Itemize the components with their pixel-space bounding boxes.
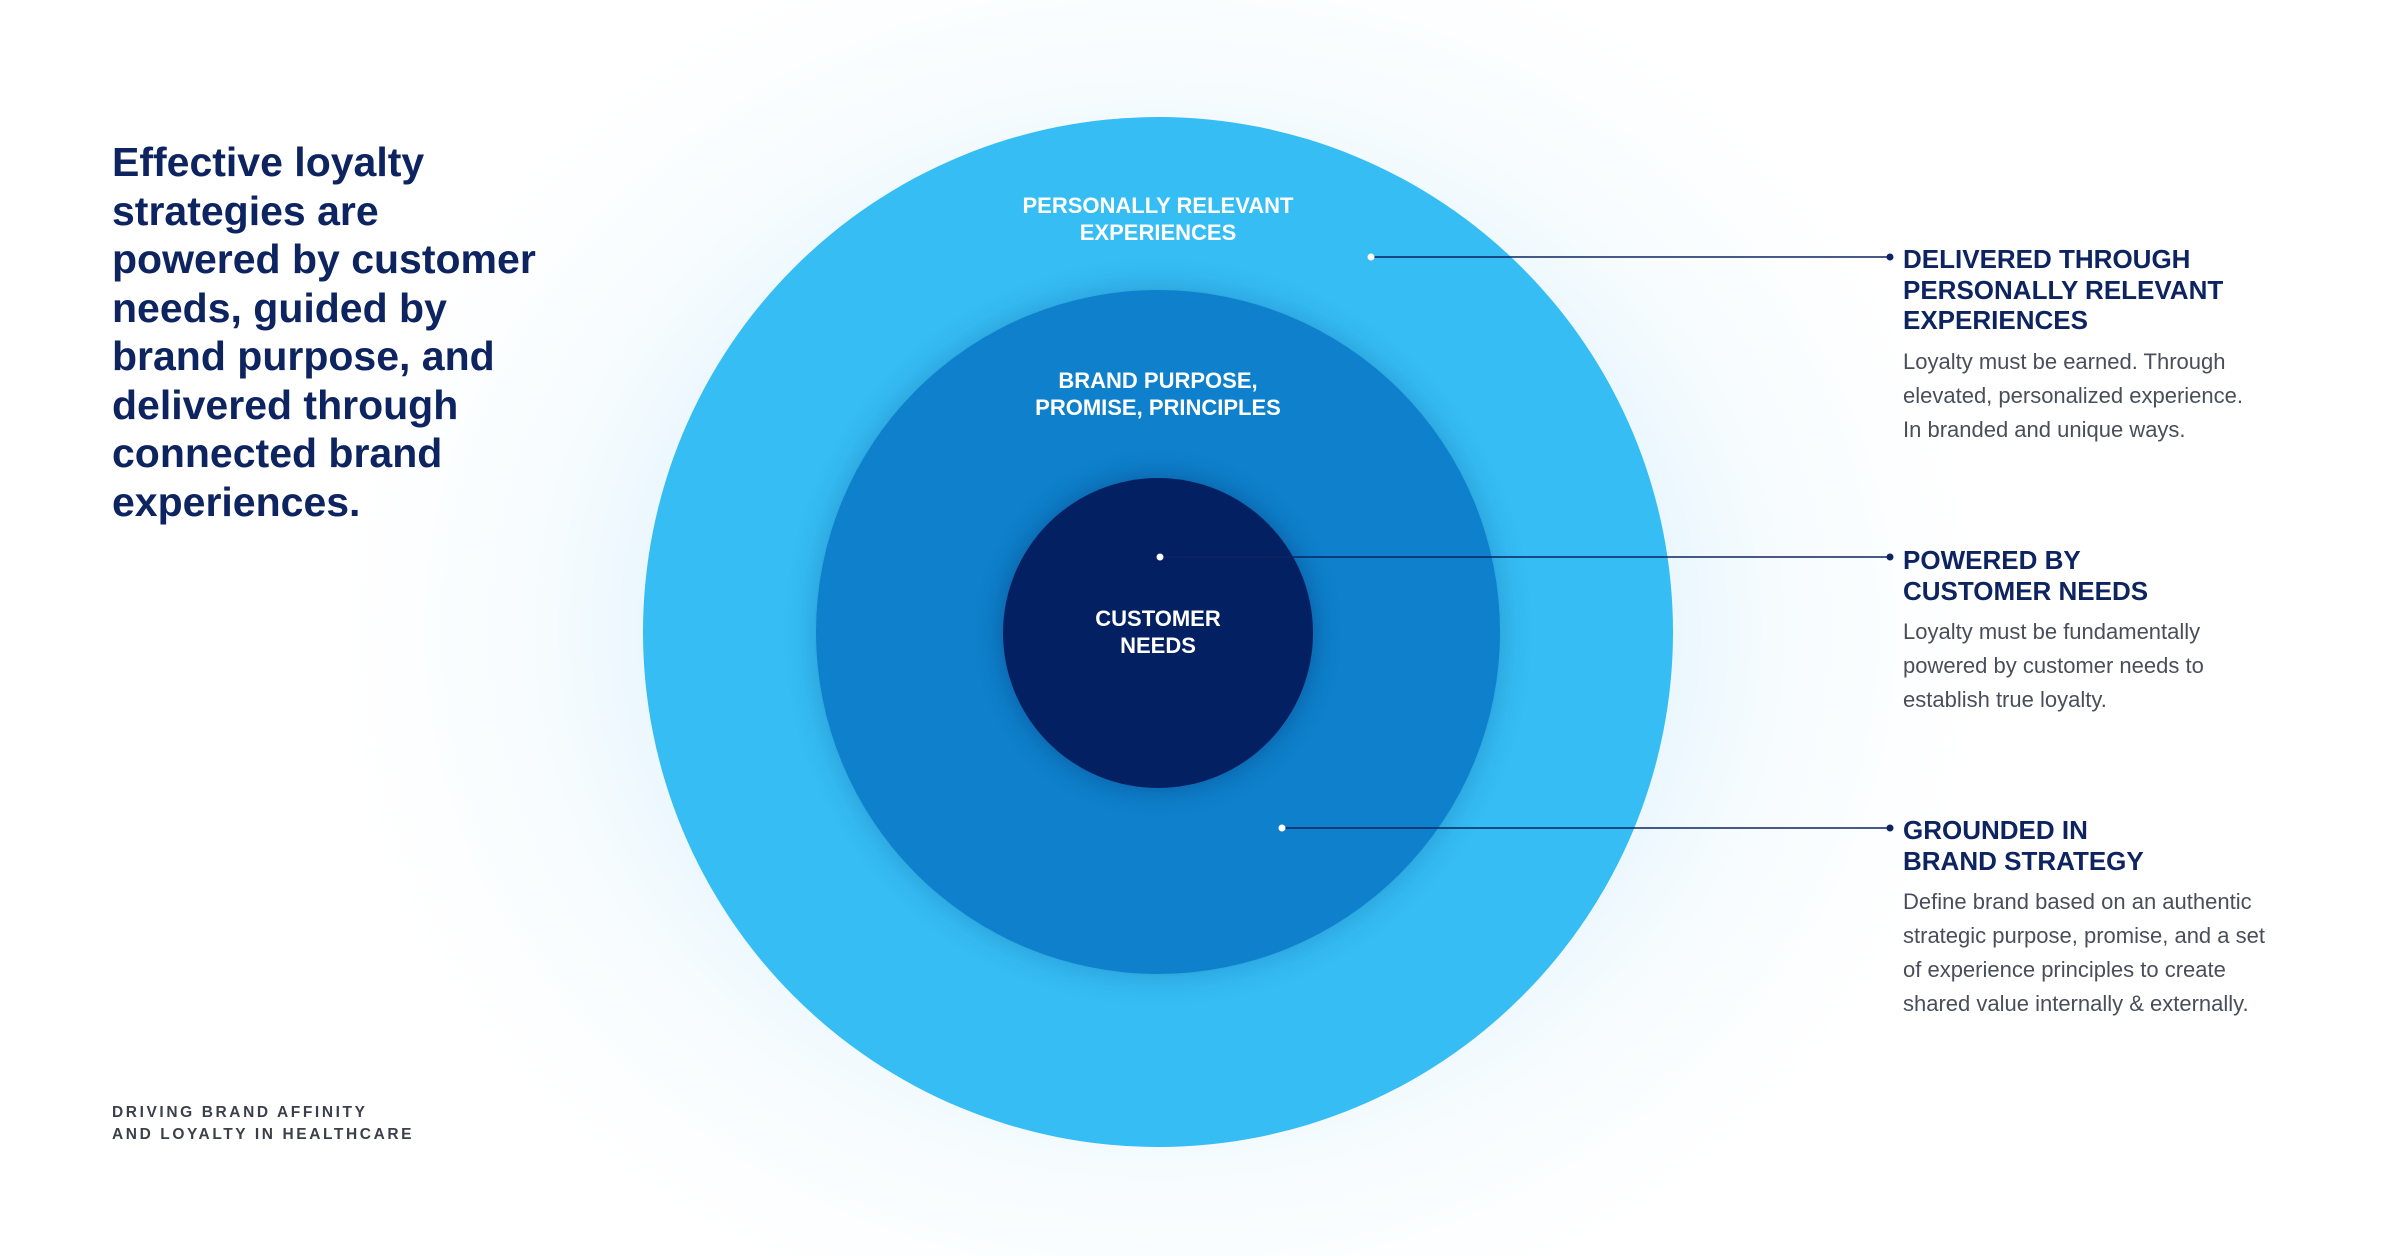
callout-body-line: of experience principles to create <box>1903 957 2226 982</box>
leader-line-customer-needs <box>1156 553 1894 561</box>
leader-line-brand-strategy <box>1278 824 1894 832</box>
callout-body-line: establish true loyalty. <box>1903 687 2107 712</box>
ring-label-line: CUSTOMER <box>1095 606 1221 631</box>
middle-ring-label: BRAND PURPOSE, PROMISE, PRINCIPLES <box>958 368 1358 421</box>
callout-title-line: PERSONALLY RELEVANT <box>1903 274 2224 305</box>
headline-line: experiences. <box>112 478 361 525</box>
callout-title: DELIVERED THROUGH PERSONALLY RELEVANT EX… <box>1903 244 2343 336</box>
callout-title-line: EXPERIENCES <box>1903 305 2088 335</box>
callout-body-line: Loyalty must be earned. Through <box>1903 348 2226 374</box>
footer-line: DRIVING BRAND AFFINITY <box>112 1104 368 1121</box>
ring-label-line: PROMISE, PRINCIPLES <box>1035 394 1281 420</box>
callout-title-line: BRAND STRATEGY <box>1903 845 2144 876</box>
outer-ring-label: PERSONALLY RELEVANT EXPERIENCES <box>958 193 1358 246</box>
callout-title: POWERED BY CUSTOMER NEEDS <box>1903 545 2343 606</box>
leader-line-experiences <box>1367 253 1894 261</box>
callout-title-line: DELIVERED THROUGH <box>1903 244 2191 274</box>
callout-body-line: elevated, personalized experience. <box>1903 382 2244 408</box>
ring-label-line: PERSONALLY RELEVANT <box>1022 193 1294 218</box>
callout-body: Loyalty must be earned. Through elevated… <box>1903 345 2343 447</box>
callout-title: GROUNDED IN BRAND STRATEGY <box>1903 815 2343 876</box>
headline-line: connected brand <box>112 430 443 476</box>
callout-body-line: Loyalty must be fundamentally <box>1903 619 2201 644</box>
headline-line: brand purpose, and <box>112 333 495 379</box>
ring-label-line: EXPERIENCES <box>1079 219 1237 245</box>
headline-line: needs, guided by <box>112 284 447 331</box>
inner-core-customer-needs <box>1003 478 1313 788</box>
callout-grounded-in-brand-strategy: GROUNDED IN BRAND STRATEGY Define brand … <box>1903 815 2343 1021</box>
inner-core-label: CUSTOMER NEEDS <box>1008 606 1308 659</box>
callout-body: Define brand based on an authentic strat… <box>1903 885 2343 1021</box>
ring-label-line: BRAND PURPOSE, <box>1058 368 1258 393</box>
callout-body: Loyalty must be fundamentally powered by… <box>1903 615 2343 717</box>
callout-body-line: shared value internally & externally. <box>1903 991 2249 1016</box>
callout-title-line: CUSTOMER NEEDS <box>1903 575 2149 606</box>
callout-body-line: powered by customer needs to <box>1903 653 2204 678</box>
headline-line: strategies are <box>112 187 379 234</box>
callout-powered-by-customer-needs: POWERED BY CUSTOMER NEEDS Loyalty must b… <box>1903 545 2343 717</box>
footer-line: AND LOYALTY IN HEALTHCARE <box>112 1126 415 1143</box>
callout-body-line: strategic purpose, promise, and a set <box>1903 923 2265 948</box>
footer-caption: DRIVING BRAND AFFINITY AND LOYALTY IN HE… <box>112 1102 414 1146</box>
callout-body-line: Define brand based on an authentic <box>1903 889 2252 914</box>
headline-line: delivered through <box>112 381 459 428</box>
callout-body-line: In branded and unique ways. <box>1903 416 2186 442</box>
headline-line: Effective loyalty <box>112 139 425 185</box>
callout-title-line: POWERED BY <box>1903 545 2081 575</box>
callout-delivered-through-experiences: DELIVERED THROUGH PERSONALLY RELEVANT EX… <box>1903 244 2343 447</box>
ring-label-line: NEEDS <box>1120 632 1196 658</box>
headline-line: powered by customer <box>112 236 536 282</box>
callout-title-line: GROUNDED IN <box>1903 815 2088 845</box>
page-headline: Effective loyalty strategies are powered… <box>112 138 592 526</box>
